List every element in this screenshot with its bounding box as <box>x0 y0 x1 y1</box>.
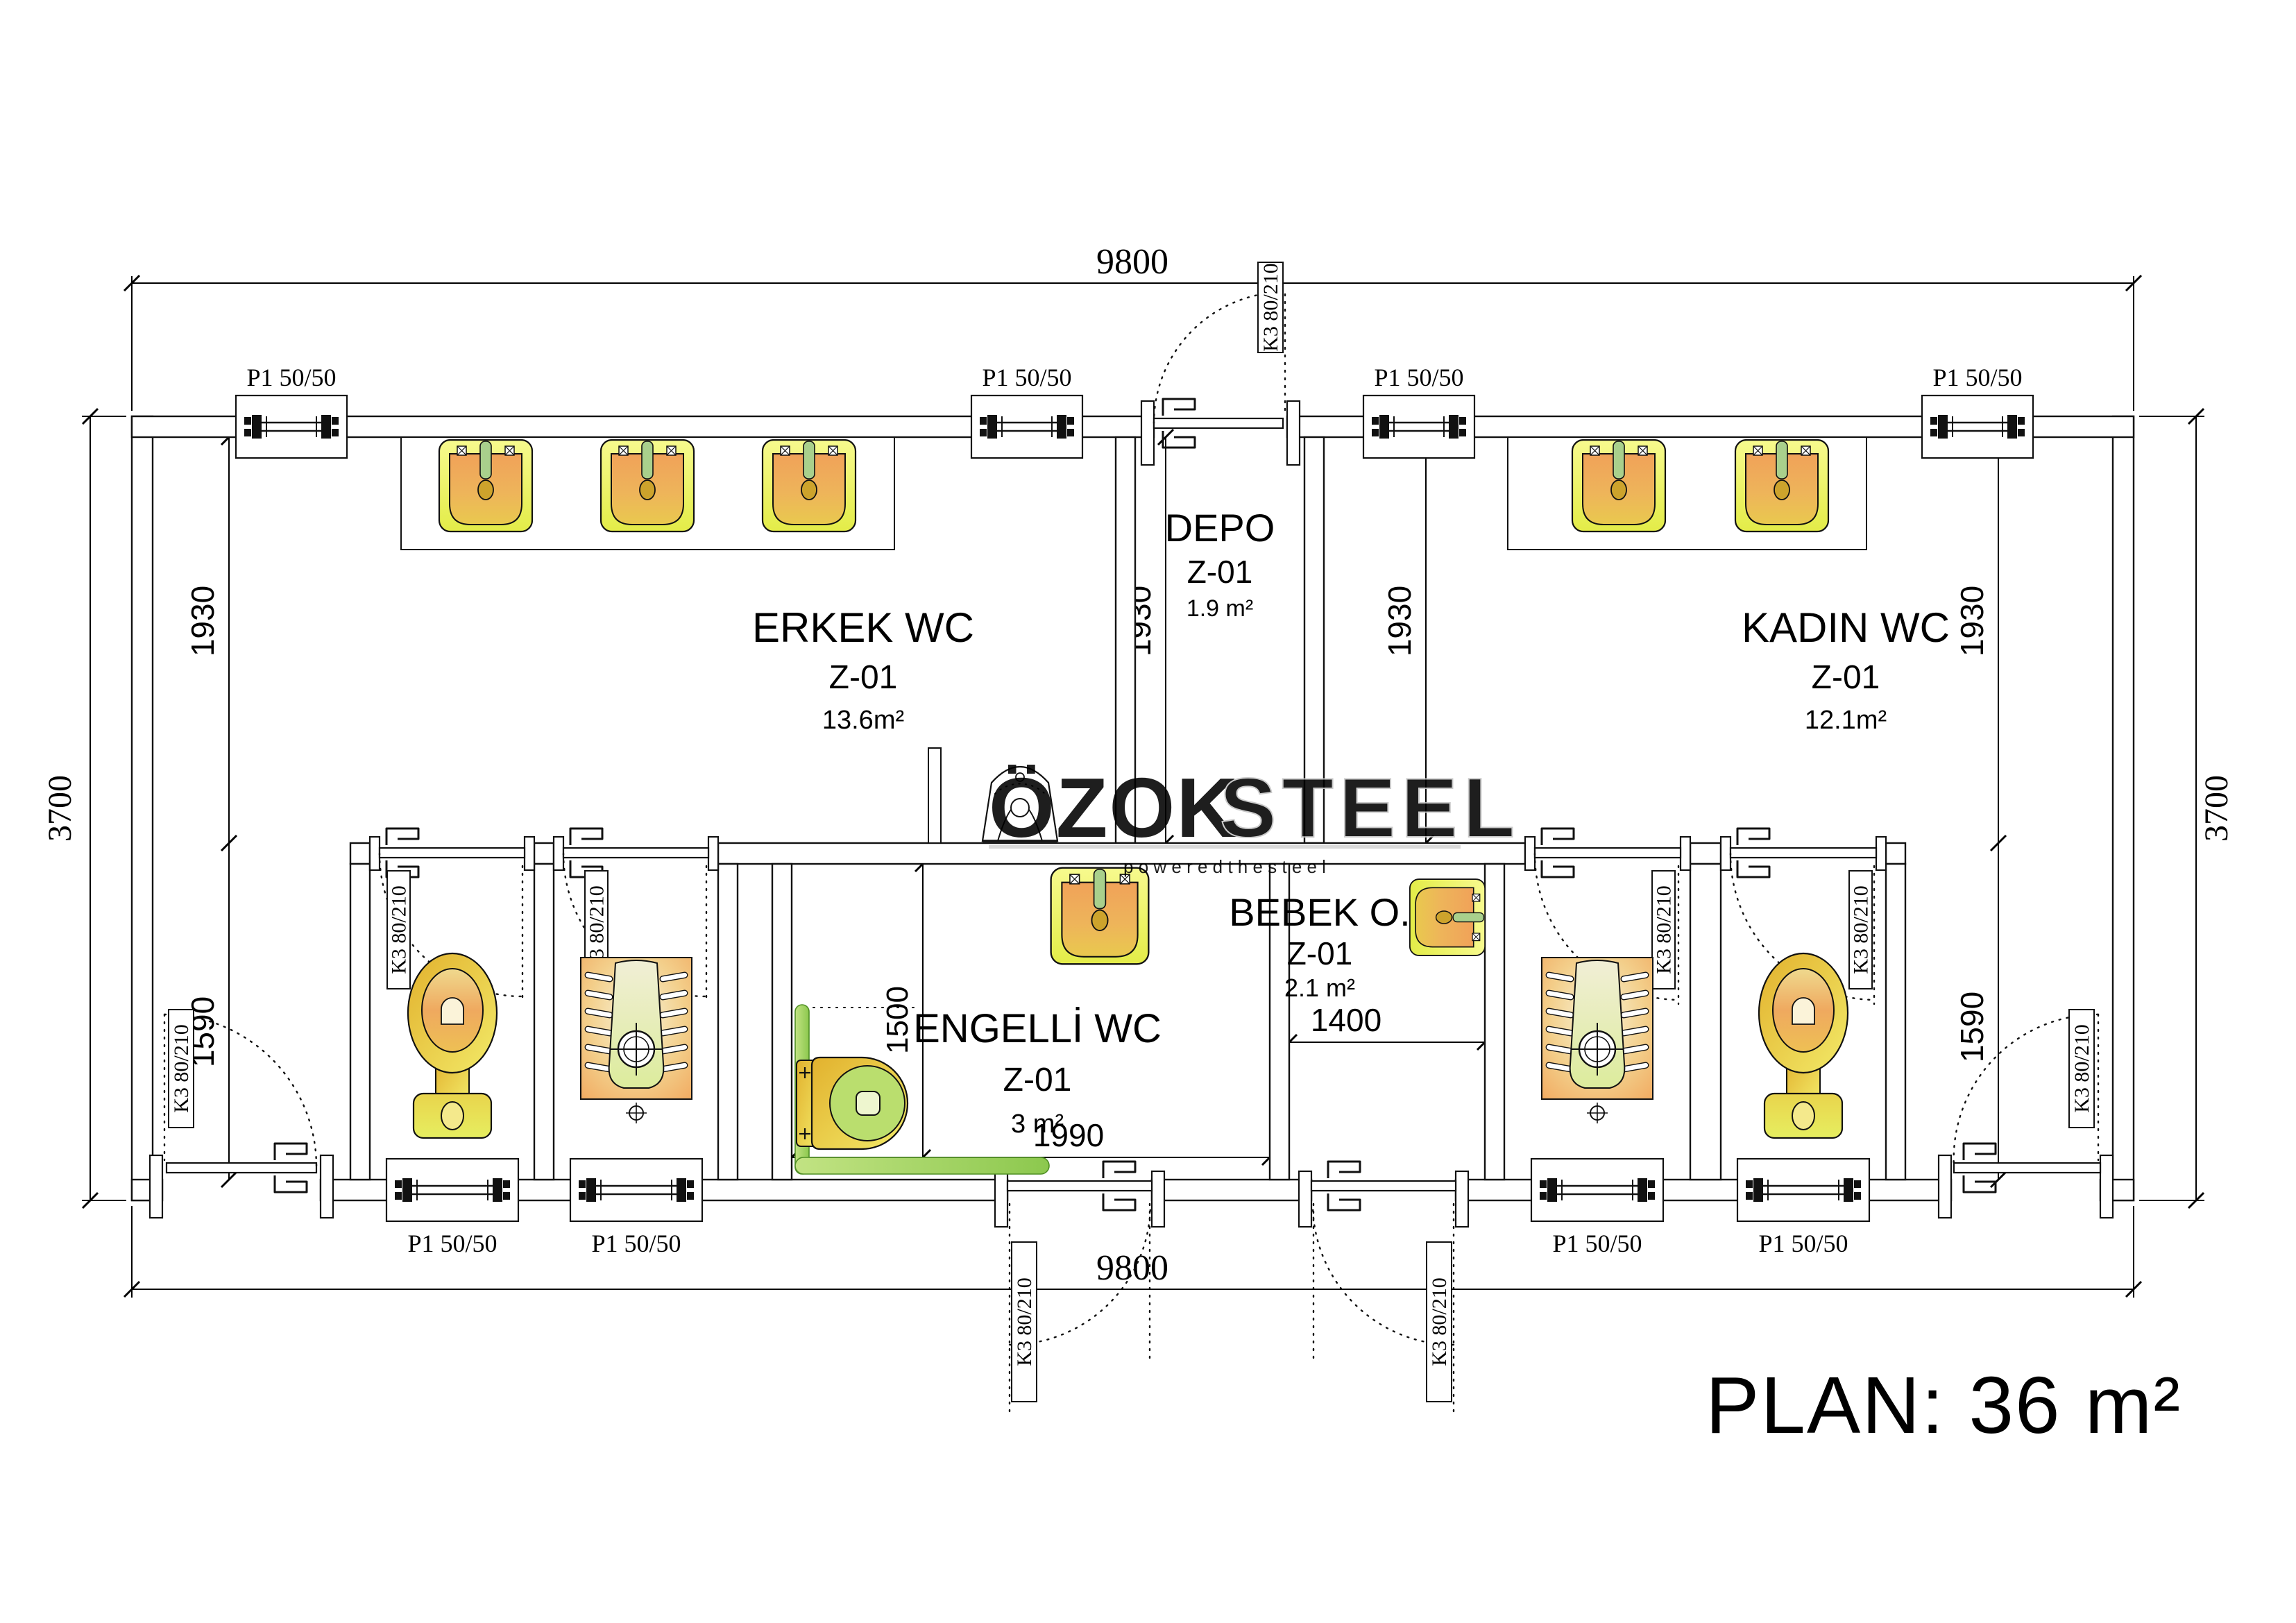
room-area: 1.9 m² <box>1187 595 1253 622</box>
window-bottom-3: P1 50/50 <box>1530 1157 1665 1257</box>
dim-1930-erkek: 1930 <box>185 586 221 656</box>
room-code: Z-01 <box>829 659 898 696</box>
door-depo-entrance: K3 80/210 <box>1140 262 1301 466</box>
window-label: P1 50/50 <box>407 1230 497 1257</box>
room-code: Z-01 <box>1187 554 1253 590</box>
sink-bebek <box>1409 878 1486 956</box>
watermark-tagline: p o w e r e d t h e s t e e l <box>1123 856 1326 877</box>
room-label-engelli-wc: ENGELLİ WC Z-01 3 m² <box>913 1006 1162 1139</box>
door-swing-arc <box>1008 1203 1152 1346</box>
dim-1930-kadin-left: 1930 <box>1381 586 1418 656</box>
window-label: P1 50/50 <box>1932 364 2022 391</box>
dim-1990-engelli: 1990 <box>1033 1117 1104 1153</box>
door-swing-arc <box>1729 852 1876 1001</box>
watermark-brand: ÖZOK <box>989 760 1239 855</box>
window-top-2: P1 50/50 <box>970 364 1084 459</box>
door-stall-d: K3 80/210 <box>1719 827 1887 1005</box>
dimension-labels: 9800 9800 3700 3700 1930 1930 1930 1930 … <box>42 242 2235 1288</box>
window-label: P1 50/50 <box>1758 1230 1848 1257</box>
door-label: K3 80/210 <box>1850 885 1873 974</box>
sink-erkek-3 <box>761 439 857 533</box>
dim-1590-right: 1590 <box>1954 992 1990 1062</box>
windows-layer: P1 50/50 P1 50/50 P1 50/50 P1 50/50 P1 50/50… <box>235 364 2034 1257</box>
door-label: K3 80/210 <box>1013 1277 1036 1366</box>
room-name: DEPO <box>1165 506 1275 550</box>
room-label-bebek: BEBEK O. Z-01 2.1 m² <box>1229 890 1410 1002</box>
window-label: P1 50/50 <box>246 364 336 391</box>
door-corridor-right: K3 80/210 <box>1937 1009 2114 1219</box>
room-label-depo: DEPO Z-01 1.9 m² <box>1165 506 1275 622</box>
room-code: Z-01 <box>1287 935 1353 971</box>
sink-erkek-2 <box>599 439 695 533</box>
doors-layer: K3 80/210 K3 80/210 K3 80/210 K3 80/210 K3 8… <box>148 262 2114 1413</box>
watermark-logo: ÖZOK STEEL p o w e r e d t h e s t e e l <box>989 760 1520 877</box>
squat-toilet-stall-c <box>1541 957 1653 1123</box>
window-label: P1 50/50 <box>591 1230 681 1257</box>
window-top-4: P1 50/50 <box>1921 364 2034 459</box>
window-label: P1 50/50 <box>1552 1230 1642 1257</box>
dim-overall-height-right: 3700 <box>2198 775 2235 842</box>
window-bottom-1: P1 50/50 <box>385 1157 520 1257</box>
door-label: K3 80/210 <box>2070 1024 2093 1113</box>
dim-overall-height-left: 3700 <box>42 775 78 842</box>
walls <box>130 415 2135 1202</box>
room-name: ERKEK WC <box>752 604 974 651</box>
window-bottom-4: P1 50/50 <box>1736 1157 1871 1257</box>
door-stall-a: K3 80/210 <box>368 827 536 1002</box>
room-name: KADIN WC <box>1742 604 1950 651</box>
accessible-toilet <box>794 1004 1050 1175</box>
window-bottom-2: P1 50/50 <box>569 1157 704 1257</box>
room-name: ENGELLİ WC <box>913 1006 1162 1051</box>
grab-bar-horizontal <box>794 1157 1050 1175</box>
room-code: Z-01 <box>1812 659 1880 696</box>
room-label-erkek-wc: ERKEK WC Z-01 13.6m² <box>752 604 974 735</box>
watermark-underline <box>989 845 1461 849</box>
room-name: BEBEK O. <box>1229 890 1410 934</box>
door-swing-arc <box>1153 291 1286 425</box>
toilet-stall-d <box>1758 952 1849 1139</box>
dim-1500-engelli: 1500 <box>881 986 915 1054</box>
door-label: K3 80/210 <box>388 885 411 974</box>
urinal <box>981 766 1059 842</box>
sink-kadin-2 <box>1734 439 1830 533</box>
urinal-partition-post <box>928 747 942 844</box>
door-engelli-exterior: K3 80/210 <box>994 1160 1166 1413</box>
dim-overall-width-top: 9800 <box>1096 242 1168 282</box>
door-swing-arc <box>1311 1203 1455 1346</box>
door-label: K3 80/210 <box>1428 1277 1451 1366</box>
window-top-3: P1 50/50 <box>1362 364 1476 459</box>
dim-1400-bebek: 1400 <box>1311 1002 1381 1038</box>
door-bebek-exterior: K3 80/210 <box>1298 1160 1470 1413</box>
window-label: P1 50/50 <box>982 364 1071 391</box>
room-code: Z-01 <box>1003 1062 1072 1098</box>
room-labels: ERKEK WC Z-01 13.6m² DEPO Z-01 1.9 m² KA… <box>752 506 1950 1139</box>
dim-1930-kadin-right: 1930 <box>1954 586 1990 656</box>
door-corridor-left: K3 80/210 <box>148 1009 334 1219</box>
dim-overall-width-bottom: 9800 <box>1096 1248 1168 1288</box>
squat-toilet-stall-b <box>580 957 692 1123</box>
sink-engelli <box>1050 867 1150 965</box>
room-area: 13.6m² <box>822 706 904 735</box>
room-area: 2.1 m² <box>1284 974 1355 1002</box>
door-label: K3 80/210 <box>170 1024 193 1113</box>
room-area: 12.1m² <box>1805 706 1887 735</box>
door-stall-c: K3 80/210 <box>1524 827 1692 1005</box>
door-label: K3 80/210 <box>1259 263 1282 352</box>
toilet-stall-a <box>407 952 498 1139</box>
window-label: P1 50/50 <box>1374 364 1463 391</box>
room-label-kadin-wc: KADIN WC Z-01 12.1m² <box>1742 604 1950 735</box>
door-label: K3 80/210 <box>1653 885 1676 974</box>
sink-kadin-1 <box>1571 439 1667 533</box>
room-area: 3 m² <box>1011 1110 1064 1139</box>
sink-erkek-1 <box>438 439 534 533</box>
door-swing-arc <box>1533 852 1680 1001</box>
plan-title: PLAN: 36 m² <box>1706 1360 2182 1450</box>
fixtures-layer <box>407 439 1849 1175</box>
watermark-brand2: STEEL <box>1220 760 1520 855</box>
window-top-1: P1 50/50 <box>235 364 348 459</box>
